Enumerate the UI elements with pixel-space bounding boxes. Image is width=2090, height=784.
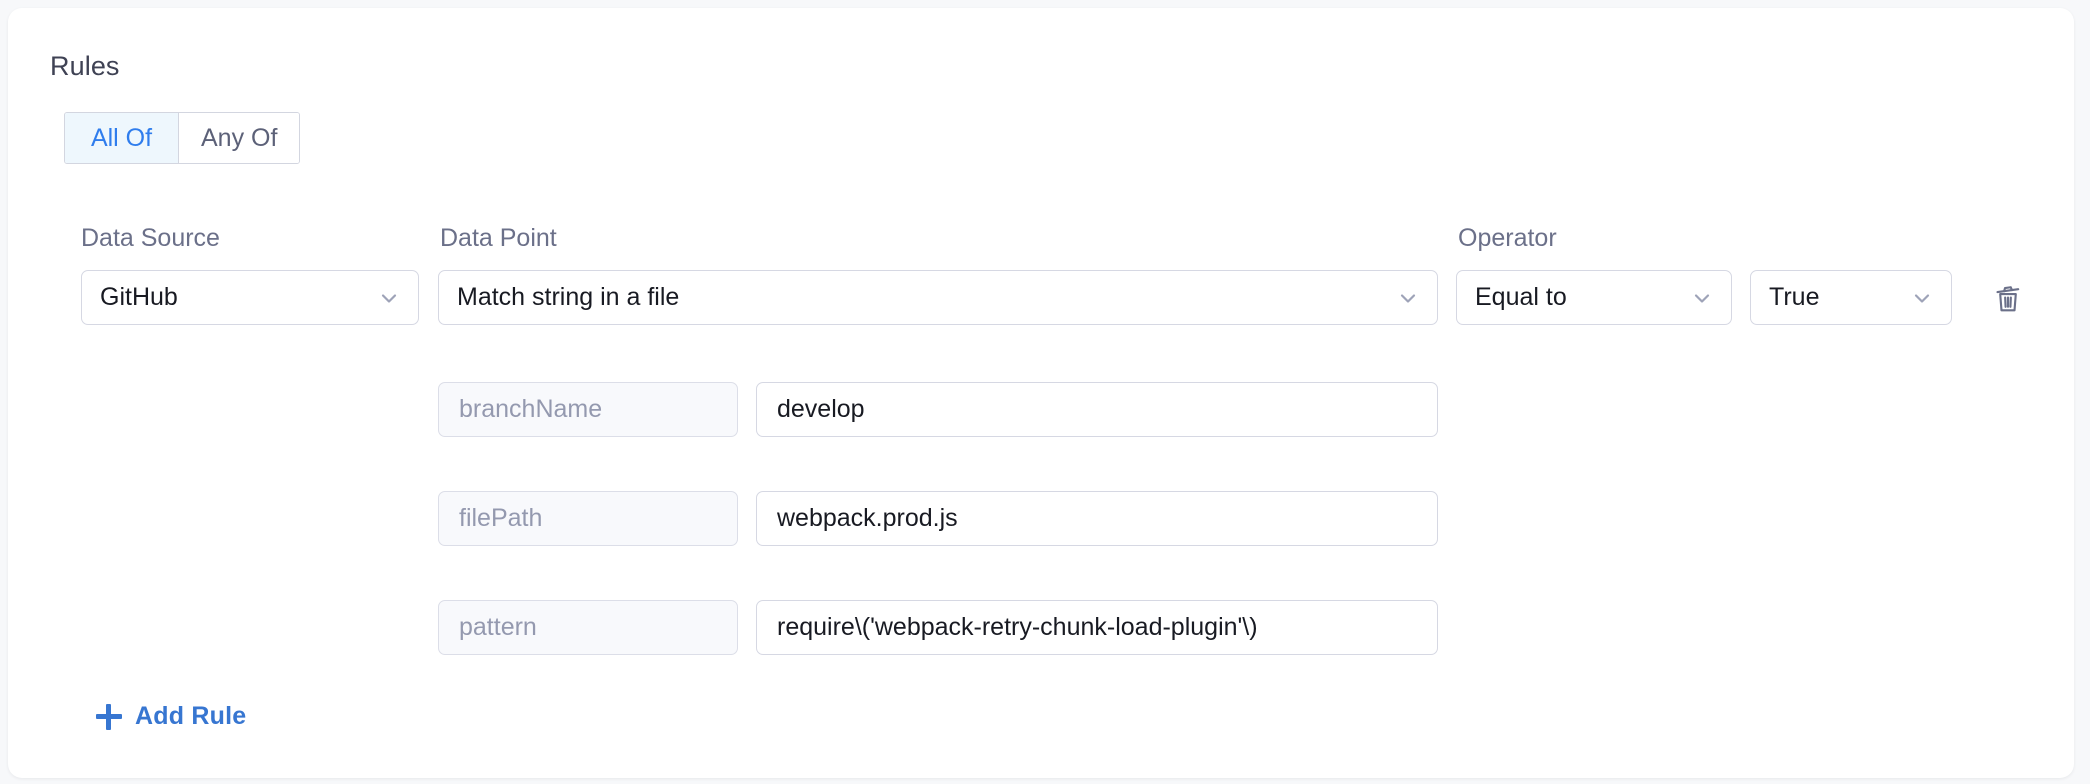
parameter-key-pattern: pattern <box>438 600 738 655</box>
parameter-row: branchName develop <box>8 382 2074 437</box>
delete-rule-button[interactable] <box>1986 278 2030 322</box>
chevron-down-icon <box>1391 281 1425 315</box>
trash-icon <box>1991 282 2025 319</box>
operand-select[interactable]: True <box>1750 270 1952 325</box>
operator-label: Operator <box>1458 224 1557 252</box>
data-source-select-value: GitHub <box>100 283 178 311</box>
operator-select-value: Equal to <box>1475 283 1567 311</box>
chevron-down-icon <box>1685 281 1719 315</box>
parameter-value-pattern[interactable]: require\('webpack-retry-chunk-load-plugi… <box>756 600 1438 655</box>
data-point-select[interactable]: Match string in a file <box>438 270 1438 325</box>
data-point-select-value: Match string in a file <box>457 283 680 311</box>
add-rule-label: Add Rule <box>135 702 247 730</box>
plus-icon <box>96 703 122 730</box>
operand-select-value: True <box>1769 283 1820 311</box>
data-source-label: Data Source <box>81 224 220 252</box>
chevron-down-icon <box>372 281 406 315</box>
parameter-row: pattern require\('webpack-retry-chunk-lo… <box>8 600 2074 655</box>
parameter-value-filepath[interactable]: webpack.prod.js <box>756 491 1438 546</box>
chevron-down-icon <box>1905 281 1939 315</box>
add-rule-button[interactable]: Add Rule <box>96 702 246 731</box>
parameter-key-branchname: branchName <box>438 382 738 437</box>
match-mode-any-of-button[interactable]: Any Of <box>178 113 300 163</box>
data-source-select[interactable]: GitHub <box>81 270 419 325</box>
match-mode-toggle-group[interactable]: All Of Any Of <box>64 112 301 164</box>
rules-panel: Rules All Of Any Of Data Source Data Poi… <box>8 8 2074 778</box>
parameter-value-branchname[interactable]: develop <box>756 382 1438 437</box>
operator-select[interactable]: Equal to <box>1456 270 1732 325</box>
parameter-row: filePath webpack.prod.js <box>8 491 2074 546</box>
page-title: Rules <box>50 51 120 81</box>
match-mode-all-of-button[interactable]: All Of <box>65 113 178 163</box>
parameter-key-filepath: filePath <box>438 491 738 546</box>
data-point-label: Data Point <box>440 224 557 252</box>
